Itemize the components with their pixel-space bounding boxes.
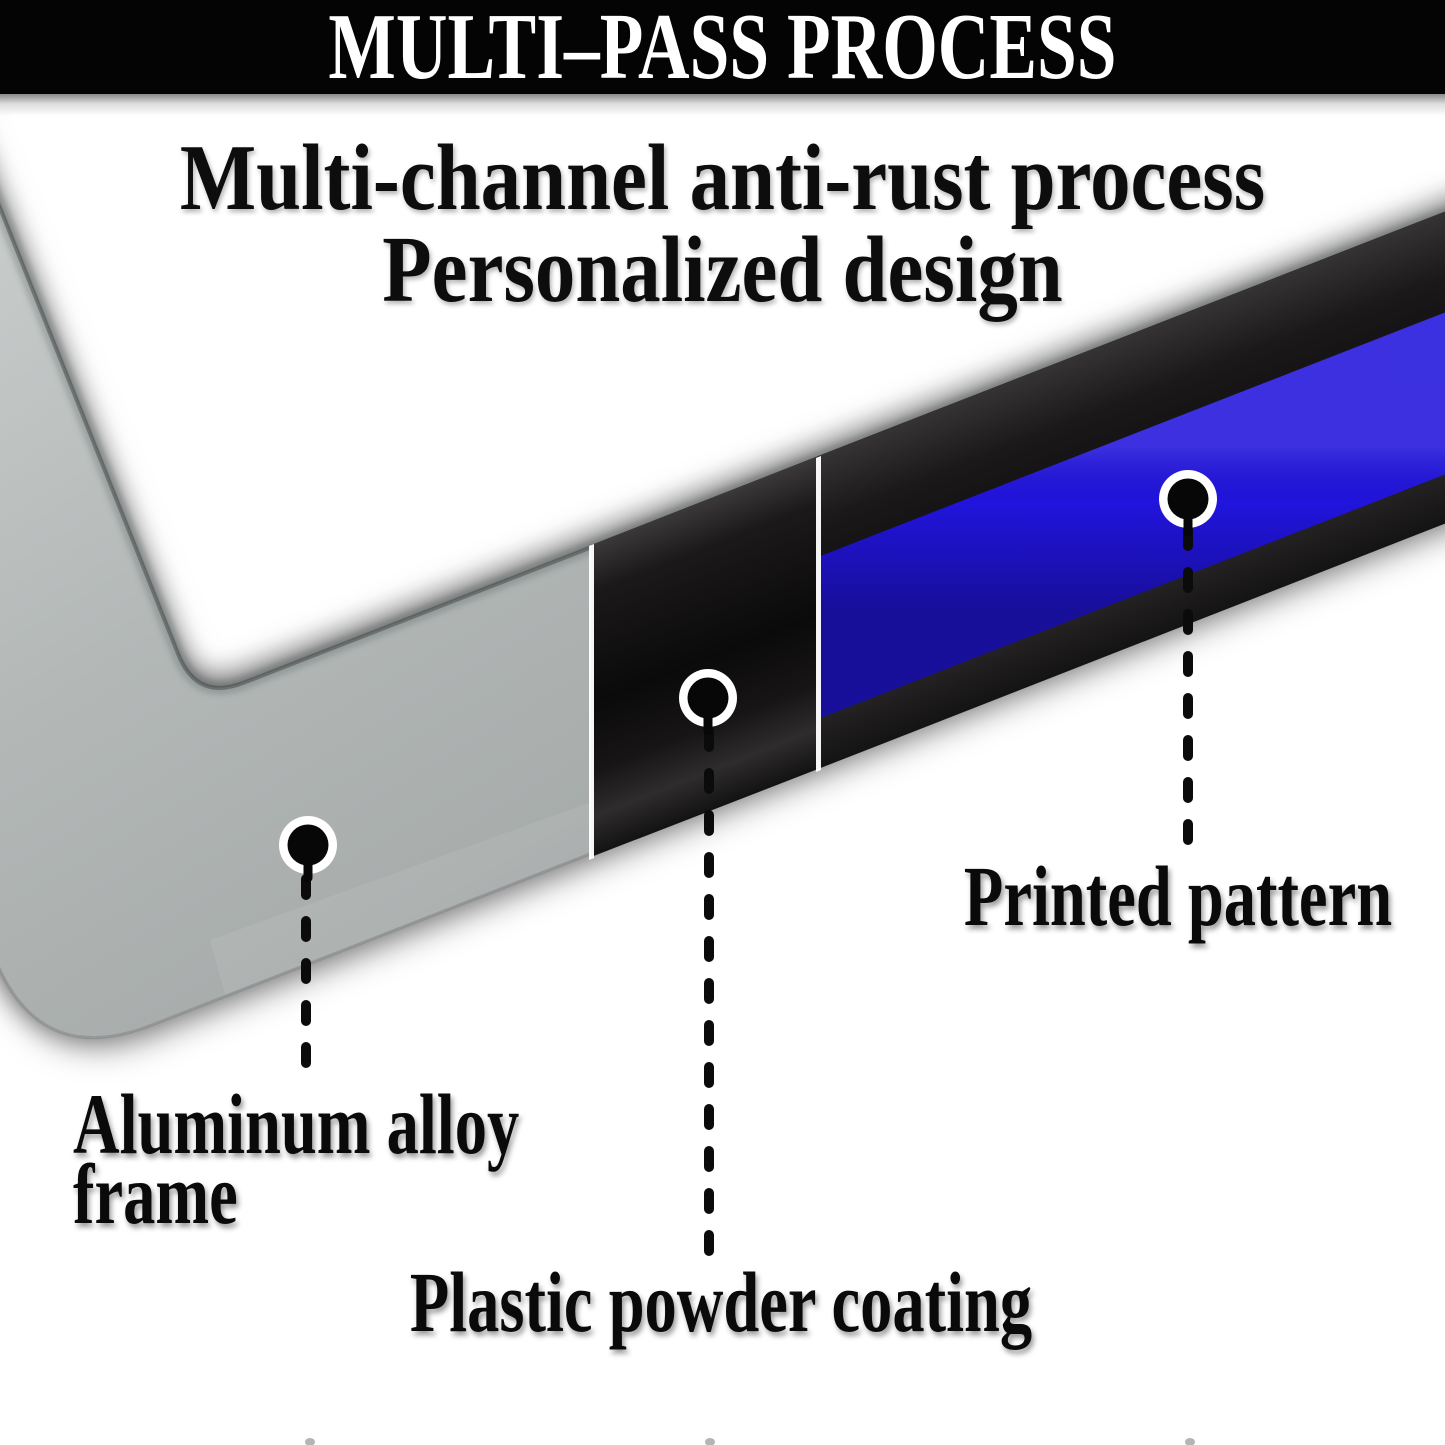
subtitle: Multi-channel anti-rust process Personal…	[101, 126, 1344, 322]
callout-label-printed-pattern: Printed pattern	[963, 848, 1393, 944]
header-bar-shadow	[0, 94, 1445, 116]
bottom-mark-right	[1185, 1438, 1195, 1445]
callout-dot-plastic	[679, 669, 737, 735]
frame-inner-edge-line	[0, 202, 1445, 690]
subtitle-line-1: Multi-channel anti-rust process	[179, 126, 1266, 230]
aluminum-label-line-1: Aluminum alloy	[73, 1076, 520, 1172]
powder-coating-segment	[591, 456, 818, 857]
silver-sheen	[210, 802, 591, 995]
divider-line-right	[816, 456, 821, 772]
bottom-mark-left	[305, 1438, 315, 1445]
blue-stripe-shading	[818, 312, 1445, 719]
bottom-mark-center	[705, 1438, 715, 1445]
subtitle-line-2: Personalized design	[382, 218, 1063, 322]
divider-line-left	[589, 544, 594, 860]
page-title: MULTI–PASS PROCESS	[328, 0, 1117, 99]
header-bar: MULTI–PASS PROCESS	[0, 0, 1445, 94]
frame-outer-edge-line	[0, 518, 1445, 1040]
callout-label-aluminum-frame: Aluminum alloy frame	[73, 1076, 520, 1242]
callout-dot-printed	[1159, 470, 1217, 536]
callout-label-plastic-coating: Plastic powder coating	[409, 1254, 1033, 1350]
aluminum-label-line-2: frame	[73, 1146, 238, 1242]
callout-dot-aluminum	[279, 816, 337, 882]
